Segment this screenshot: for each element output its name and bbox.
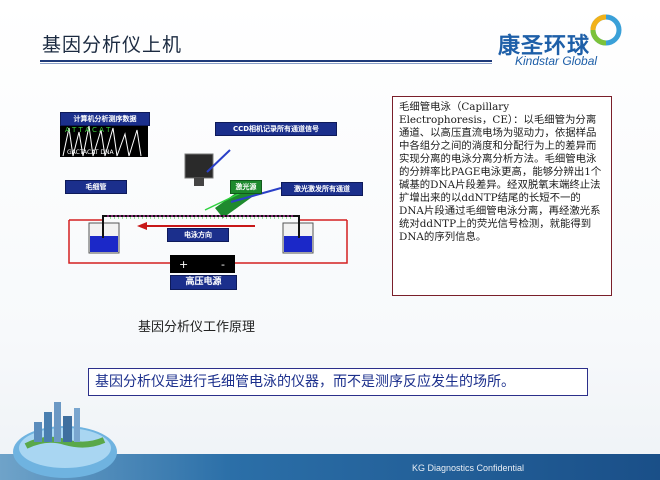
power-label: 高压电源 — [170, 275, 237, 290]
key-statement: 基因分析仪是进行毛细管电泳的仪器，而不是测序反应发生的场所。 — [88, 368, 588, 396]
sequence-letters: A T T A C A T — [65, 126, 111, 134]
ccd-camera-body — [184, 153, 214, 179]
cathode-buffer-liquid — [90, 236, 118, 252]
logo-text-cn: 康圣环球 — [498, 34, 591, 59]
ccd-pointer-line — [206, 149, 231, 173]
title-divider-thin — [40, 63, 492, 64]
power-minus: - — [221, 258, 225, 271]
laser-pointer-line — [230, 187, 282, 203]
city-globe-decoration-icon — [13, 402, 117, 478]
electropherogram-peaks — [62, 125, 142, 157]
ccd-label: CCD相机记录所有通道信号 — [215, 122, 337, 136]
laser-channels-label: 激光激发所有通道 — [281, 182, 363, 196]
circuit-wire-left — [68, 220, 170, 264]
genetic-analyzer-diagram: A T T A C A T GACTACAT DNA + - 计算机分析测序数据 — [55, 98, 380, 298]
diagram-graphic: A T T A C A T GACTACAT DNA + - — [60, 123, 348, 273]
logo-text-en: Kindstar Global — [515, 54, 598, 68]
page-title: 基因分析仪上机 — [42, 34, 183, 56]
power-plus: + — [179, 258, 188, 271]
direction-label: 电泳方向 — [167, 228, 229, 242]
title-divider — [40, 60, 492, 62]
sequence-text: GACTACAT DNA — [67, 149, 115, 156]
ccd-camera-lens — [194, 178, 204, 186]
kindstar-swirl-logo-icon — [590, 14, 622, 46]
direction-arrow-head — [137, 222, 147, 230]
ce-description-box: 毛细管电泳（Capillary Electrophoresis，CE）：以毛细管… — [392, 96, 612, 296]
anode-buffer-liquid — [284, 236, 312, 252]
footer-confidential: KG Diagnostics Confidential — [412, 463, 525, 473]
capillary-label: 毛细管 — [65, 180, 127, 194]
laser-label: 激光源 — [230, 180, 262, 194]
computer-label: 计算机分析测序数据 — [60, 112, 150, 126]
diagram-caption: 基因分析仪工作原理 — [138, 320, 256, 335]
circuit-wire-right — [235, 220, 348, 264]
power-supply — [170, 255, 235, 273]
